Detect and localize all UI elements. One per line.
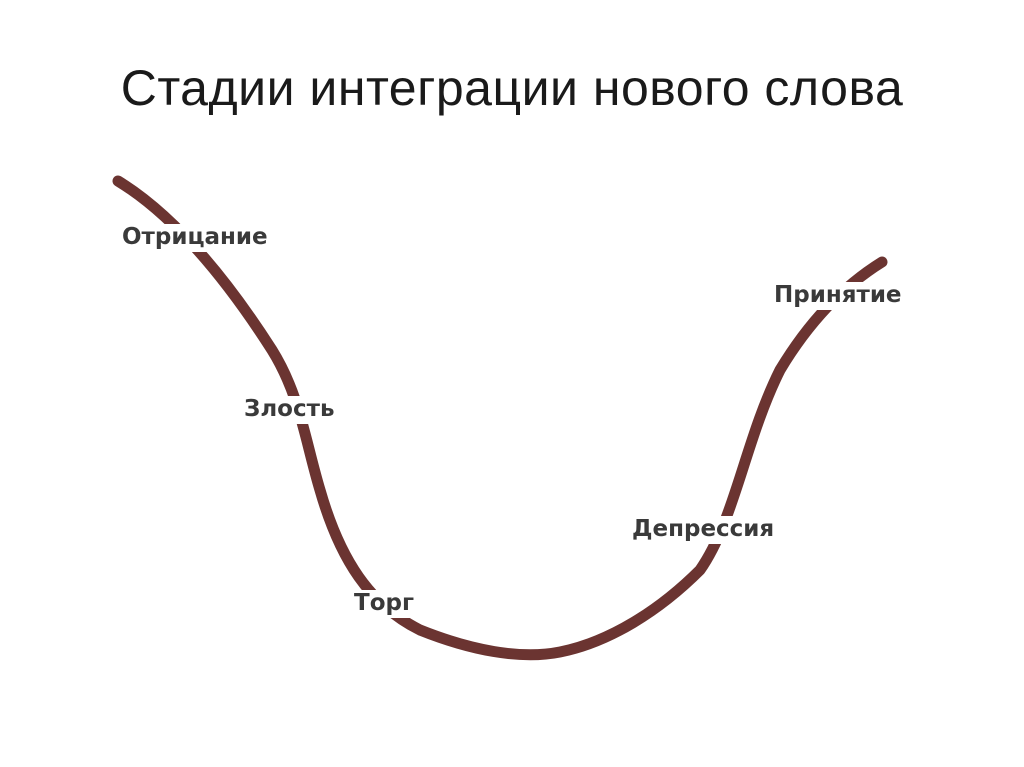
stage-label-bargaining: Торг [350,590,418,618]
stage-label-anger: Злость [240,396,339,424]
stage-label-depression: Депрессия [628,516,779,544]
stages-curve [112,175,888,661]
stage-label-denial: Отрицание [118,224,272,252]
slide-title: Стадии интеграции нового слова [120,60,904,116]
stage-label-acceptance: Принятие [770,282,906,310]
